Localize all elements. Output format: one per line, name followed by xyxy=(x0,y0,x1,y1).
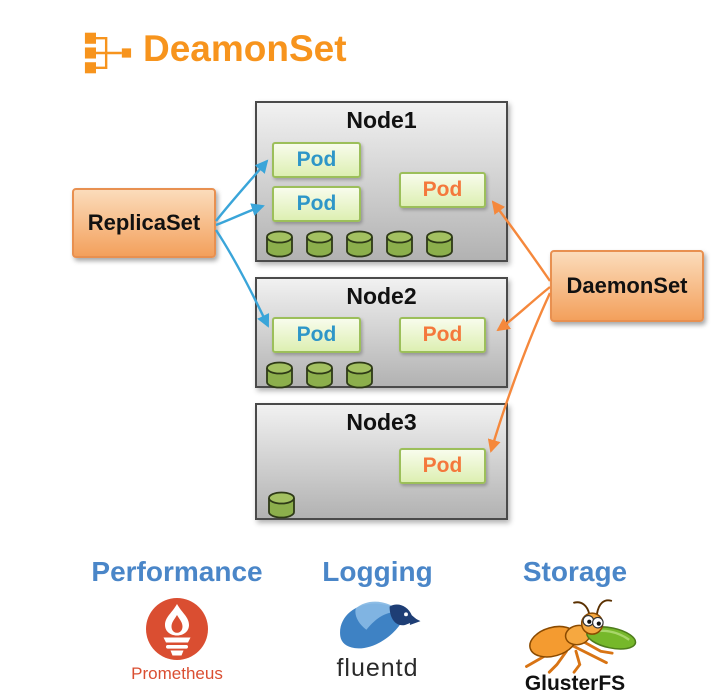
performance-column: Performance Prometheus xyxy=(77,556,277,684)
disk-cylinder-icon xyxy=(266,230,293,258)
node2-disk-row xyxy=(265,361,374,389)
fluentd-logo-icon xyxy=(339,601,420,649)
node3-title: Node3 xyxy=(346,409,417,435)
disk-cylinder-icon xyxy=(266,361,293,389)
pod-label: Pod xyxy=(422,178,463,201)
node1-title: Node1 xyxy=(346,107,417,133)
node3-disk-row xyxy=(267,491,296,519)
node3-box: Node3 Pod xyxy=(255,403,508,520)
pod-label: Pod xyxy=(296,148,337,171)
prometheus-label: Prometheus xyxy=(131,664,223,683)
node1-replica-pod-2: Pod xyxy=(272,186,361,222)
node3-daemon-pod: Pod xyxy=(399,448,486,484)
node2-replica-pod: Pod xyxy=(272,317,361,353)
disk-cylinder-icon xyxy=(306,361,333,389)
page-title: DeamonSet xyxy=(143,28,347,69)
replicaset-box: ReplicaSet xyxy=(72,188,216,258)
logging-heading: Logging xyxy=(322,556,433,587)
node2-title: Node2 xyxy=(346,283,417,309)
node2-box: Node2 Pod Pod xyxy=(255,277,508,389)
pod-label: Pod xyxy=(422,454,463,477)
performance-heading: Performance xyxy=(91,556,263,587)
disk-cylinder-icon xyxy=(346,230,373,258)
disk-cylinder-icon xyxy=(306,230,333,258)
daemonset-box: DaemonSet xyxy=(550,250,704,322)
pod-label: Pod xyxy=(296,192,337,215)
glusterfs-logo-icon xyxy=(525,599,637,674)
prometheus-logo-icon xyxy=(146,598,208,660)
disk-cylinder-icon xyxy=(346,361,373,389)
node1-disk-row xyxy=(265,230,454,258)
daemonset-label: DaemonSet xyxy=(566,273,688,298)
storage-heading: Storage xyxy=(522,556,628,587)
node1-daemon-pod: Pod xyxy=(399,172,486,208)
pod-label: Pod xyxy=(296,323,337,346)
disk-cylinder-icon xyxy=(426,230,453,258)
logging-column: Logging fluentd xyxy=(305,556,450,683)
fluentd-label: fluentd xyxy=(336,654,419,682)
replicaset-label: ReplicaSet xyxy=(87,210,201,235)
disk-cylinder-icon xyxy=(386,230,413,258)
node1-replica-pod-1: Pod xyxy=(272,142,361,178)
node1-box: Node1 Pod Pod Pod xyxy=(255,101,508,262)
disk-cylinder-icon xyxy=(268,491,295,519)
glusterfs-label: GlusterFS xyxy=(524,672,626,695)
pod-label: Pod xyxy=(422,323,463,346)
storage-column: Storage GlusterFS xyxy=(500,556,650,696)
daemonset-hierarchy-icon xyxy=(84,32,132,74)
node2-daemon-pod: Pod xyxy=(399,317,486,353)
